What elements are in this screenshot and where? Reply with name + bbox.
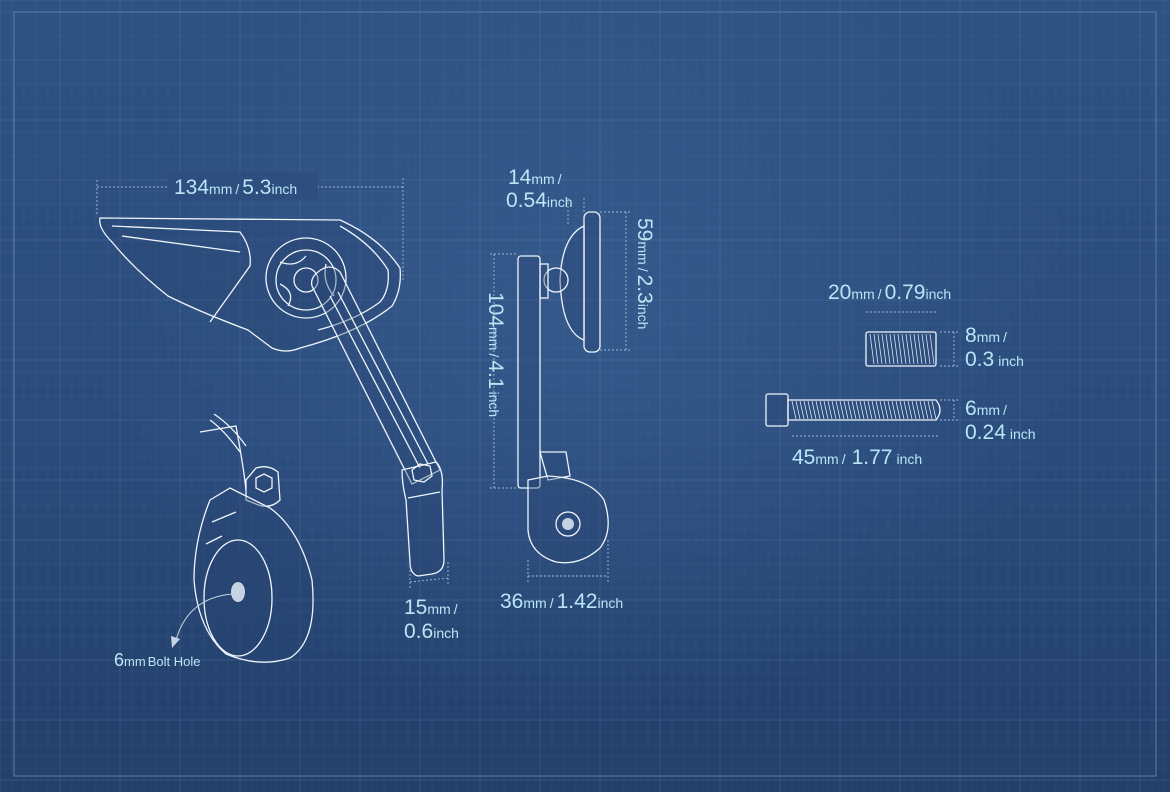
- arm-hex-bolt: [411, 463, 433, 483]
- hardware: [765, 311, 958, 437]
- ball-neck: [539, 263, 549, 299]
- mirror-top-view: [96, 172, 449, 590]
- clamp-side-hole: [562, 518, 574, 530]
- pivot-center: [293, 267, 319, 293]
- clamp-rod-shading: [209, 413, 247, 453]
- clamp-detail: [171, 413, 314, 663]
- depth-label-line2: 0.54inch: [506, 189, 573, 212]
- clamp-edges: [205, 511, 237, 545]
- mirror-inner-edge: [111, 225, 251, 323]
- drawing-frame: [13, 11, 1157, 777]
- spacer-threads: [869, 333, 935, 365]
- arm-lower-block: [401, 461, 445, 577]
- arm-width-dim: [409, 577, 449, 583]
- spacer-length-label: 20mm/0.79inch: [828, 281, 951, 304]
- bolt-hole: [231, 582, 245, 602]
- arm-height-label: 104mm/4.1inch: [484, 292, 507, 417]
- mirror-housing: [99, 217, 401, 352]
- clamp-neck: [539, 451, 571, 481]
- clamp-body: [193, 487, 314, 663]
- arm-width-label-line1: 15mm/: [404, 596, 458, 619]
- pivot-ring: [275, 249, 337, 311]
- bolt-threads: [791, 400, 937, 420]
- callout-arrowhead: [171, 636, 180, 648]
- ball-joint: [543, 267, 569, 293]
- arm-side: [517, 255, 541, 489]
- mirror-facet: [121, 235, 241, 253]
- bolt-head: [765, 393, 789, 427]
- clamp-bolt-head: [245, 466, 281, 507]
- arm-width-label-line2: 0.6inch: [404, 620, 459, 643]
- clamp-bolt-socket: [255, 473, 273, 493]
- clamp-rod-left: [199, 425, 247, 491]
- depth-label-line1: 14mm/: [508, 166, 562, 189]
- clamp-width-label: 36mm/1.42inch: [500, 590, 623, 613]
- mirror-height-label: 59mm/2.3inch: [633, 218, 656, 329]
- length-label: 134mm/5.3inch: [174, 176, 297, 199]
- spacer-dia-label-line1: 8mm/: [965, 324, 1007, 347]
- arm-slot: [329, 291, 429, 469]
- callout-arrow: [175, 593, 233, 641]
- mirror-back-dome: [559, 224, 585, 341]
- bolt-dia-label-line1: 6mm/: [965, 397, 1007, 420]
- clamp-side-ring: [555, 511, 581, 537]
- mirror-side-view: [490, 198, 632, 582]
- bolt-shaft: [787, 399, 941, 421]
- mirror-plate-side: [583, 211, 601, 353]
- arm-joint-line: [407, 491, 441, 499]
